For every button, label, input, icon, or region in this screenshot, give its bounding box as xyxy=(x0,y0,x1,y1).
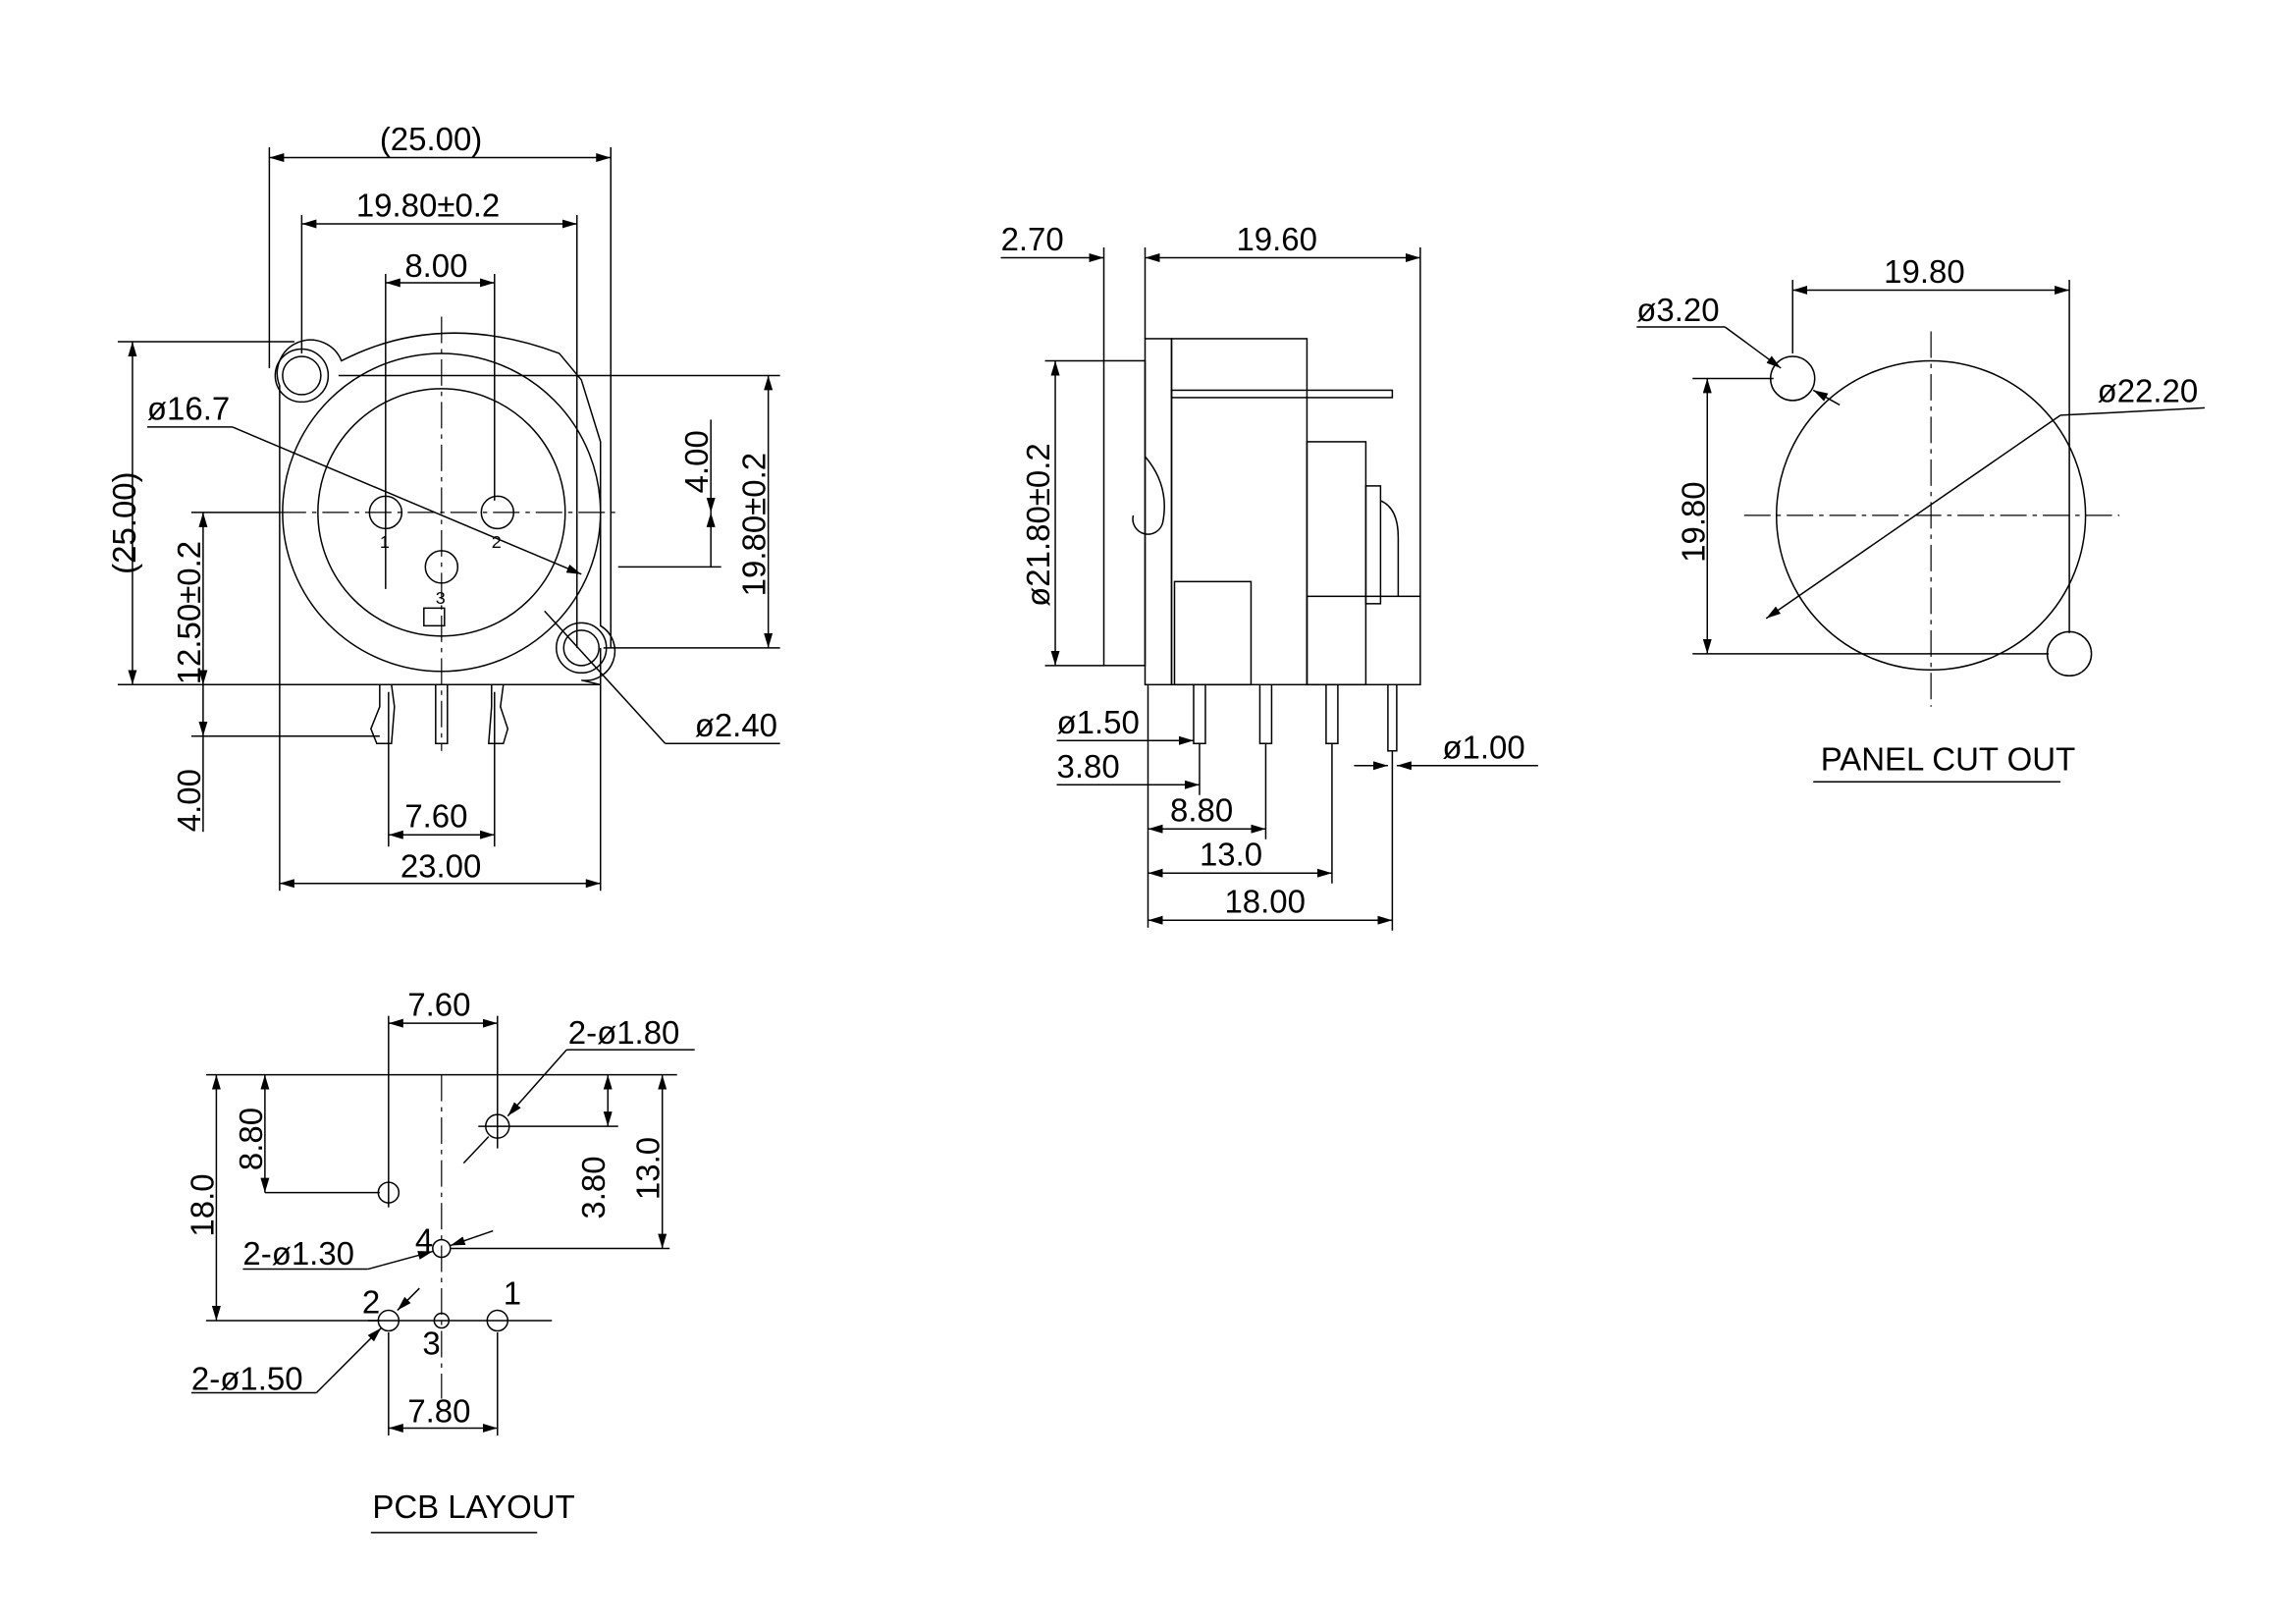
dim-hole-a: 2-ø1.80 xyxy=(568,1014,680,1051)
dim-hole-b: 2-ø1.30 xyxy=(242,1235,354,1272)
pin-label: 1 xyxy=(380,532,390,552)
dim-d4: 18.00 xyxy=(1224,884,1306,920)
dim-cutout-width: 19.80 xyxy=(1884,253,1965,290)
dim-d3: 13.0 xyxy=(1200,837,1262,873)
dim-d2: 8.80 xyxy=(1170,792,1233,829)
pin-label: 2 xyxy=(362,1284,380,1321)
dim-h3: 3.80 xyxy=(575,1156,612,1218)
pcb-layout-title: PCB LAYOUT xyxy=(372,1489,574,1525)
pin-label: 3 xyxy=(436,588,446,608)
pin-label: 3 xyxy=(422,1326,440,1362)
panel-cutout-title: PANEL CUT OUT xyxy=(1821,740,2076,777)
panel-cutout: 19.80 19.80 ø3.20 ø22.20 PANEL CUT OUT xyxy=(1636,253,2206,784)
dim-bottom-pitch: 7.80 xyxy=(407,1392,470,1429)
dim-hole-c: 2-ø1.50 xyxy=(191,1360,303,1396)
dim-top-pitch: 7.60 xyxy=(407,987,470,1023)
dim-pin-length: 4.00 xyxy=(171,769,207,832)
dim-center-height: 12.50±0.2 xyxy=(171,541,207,684)
pin-label: 2 xyxy=(492,532,502,552)
dim-h1: 8.80 xyxy=(233,1108,269,1170)
dim-h2: 18.0 xyxy=(184,1173,220,1236)
dim-pin-pitch: 7.60 xyxy=(404,798,467,835)
dim-pin-diameter-b: ø1.00 xyxy=(1442,729,1524,765)
dim-body-width: 23.00 xyxy=(400,848,482,885)
dim-depth: 19.60 xyxy=(1236,221,1317,257)
dim-inner-diameter: ø16.7 xyxy=(147,390,230,426)
dim-diameter: ø21.80±0.2 xyxy=(1020,443,1056,607)
dim-cutout-height: 19.80 xyxy=(1675,481,1711,563)
dim-hole-spacing-vertical: 19.80±0.2 xyxy=(736,453,773,596)
dim-hole-spacing: 19.80±0.2 xyxy=(356,188,500,224)
dim-pin-diameter-a: ø1.50 xyxy=(1057,704,1140,740)
pin-label: 4 xyxy=(415,1222,433,1259)
side-view: 2.70 19.60 ø21.80±0.2 ø1.50 3.80 8.80 13… xyxy=(1001,221,1538,931)
dim-main-diameter: ø22.20 xyxy=(2098,372,2199,408)
pcb-layout: 7.60 8.80 18.0 3.80 13.0 2-ø1.80 2-ø1.30… xyxy=(184,987,695,1534)
dim-h4: 13.0 xyxy=(630,1137,667,1200)
dim-d1: 3.80 xyxy=(1057,748,1120,785)
dim-flange: 2.70 xyxy=(1001,221,1064,257)
dim-overall-height: (25.00) xyxy=(106,471,142,573)
dim-pin-offset: 4.00 xyxy=(678,430,715,493)
front-view: (25.00) 19.80±0.2 8.00 (25.00) 12.50±0.2… xyxy=(106,121,780,892)
dim-hole-diameter: ø3.20 xyxy=(1636,292,1719,328)
pin-label: 1 xyxy=(504,1275,521,1312)
dim-pin-spacing: 8.00 xyxy=(404,247,467,284)
dim-overall-width: (25.00) xyxy=(380,121,482,157)
dim-mount-hole: ø2.40 xyxy=(695,707,777,743)
